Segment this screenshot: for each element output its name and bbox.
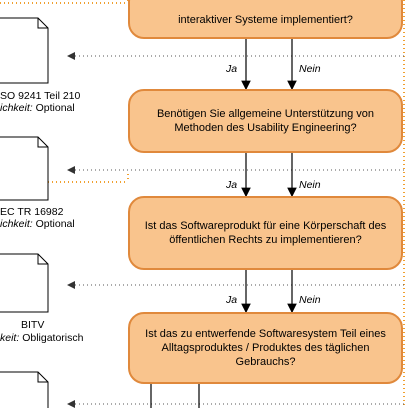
document-title-1: SO 9241 Teil 210 [0,90,81,102]
decision-box-1: interaktiver Systeme implementiert? [128,0,403,39]
decision-box-4: Ist das zu entwerfende Softwaresystem Te… [128,312,403,384]
no-label-3: Nein [299,294,321,306]
decision-box-3: Ist das Softwareprodukt für eine Körpers… [128,196,403,270]
document-icon-2 [0,136,49,201]
decision-text-1: interaktiver Systeme implementiert? [178,13,353,26]
decision-arrows [150,39,297,408]
document-requirement-1: ichkeit: Optional [0,102,75,114]
document-requirement-2: ichkeit: Optional [0,218,75,230]
document-links [67,52,404,408]
document-title-3: BITV [21,319,45,331]
document-requirement-3: keit: Obligatorisch [0,332,84,344]
document-icon-4 [0,371,49,408]
document-icon-3 [0,253,49,313]
decision-text-3: Ist das Softwareprodukt für eine Körpers… [144,220,387,246]
yes-label-2: Ja [226,179,238,191]
no-label-2: Nein [299,179,321,191]
decision-text-4: Ist das zu entwerfende Softwaresystem Te… [145,328,386,368]
decision-text-2: Benötigen Sie allgemeine Unterstützung v… [156,108,375,134]
document-title-2: EC TR 16982 [0,206,64,218]
yes-label-1: Ja [226,63,238,75]
yes-label-3: Ja [226,294,238,306]
decision-box-2: Benötigen Sie allgemeine Unterstützung v… [128,89,403,153]
no-label-1: Nein [299,63,321,75]
document-icon-1 [0,17,49,84]
